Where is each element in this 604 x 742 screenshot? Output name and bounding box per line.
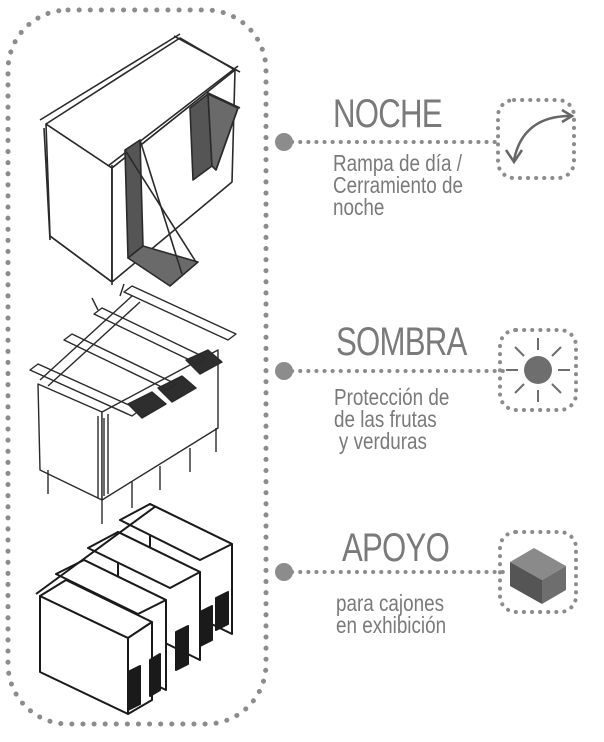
connector-sombra bbox=[275, 362, 510, 380]
sun-icon bbox=[498, 328, 578, 412]
section-title-noche: NOCHE bbox=[333, 92, 443, 136]
desc-line: noche bbox=[333, 194, 385, 220]
desc-line: Cerramiento de bbox=[333, 172, 463, 198]
desc-line: en exhibición bbox=[336, 612, 447, 638]
section-desc-apoyo: para cajones en exhibición bbox=[336, 590, 447, 638]
section-desc-noche: Rampa de día / Cerramiento de noche bbox=[333, 150, 463, 220]
curved-arrow-icon bbox=[496, 98, 576, 180]
dotted-frame bbox=[5, 7, 269, 727]
desc-line: para cajones bbox=[336, 590, 444, 616]
box-icon bbox=[498, 530, 578, 614]
section-desc-sombra: Protección de de las frutas y verduras bbox=[334, 384, 450, 454]
sketch-night-block bbox=[39, 33, 241, 287]
desc-line: y verduras bbox=[338, 428, 427, 454]
section-title-sombra: SOMBRA bbox=[336, 320, 467, 364]
connector-apoyo bbox=[275, 563, 510, 581]
desc-line: Protección de bbox=[334, 384, 450, 410]
sketch-shade-pergola bbox=[29, 283, 237, 524]
desc-line: Rampa de día / bbox=[333, 150, 462, 176]
sketch-support-boxes bbox=[35, 503, 233, 715]
section-title-apoyo: APOYO bbox=[342, 526, 450, 570]
connector-noche bbox=[275, 133, 500, 151]
desc-line: de las frutas bbox=[334, 406, 437, 432]
